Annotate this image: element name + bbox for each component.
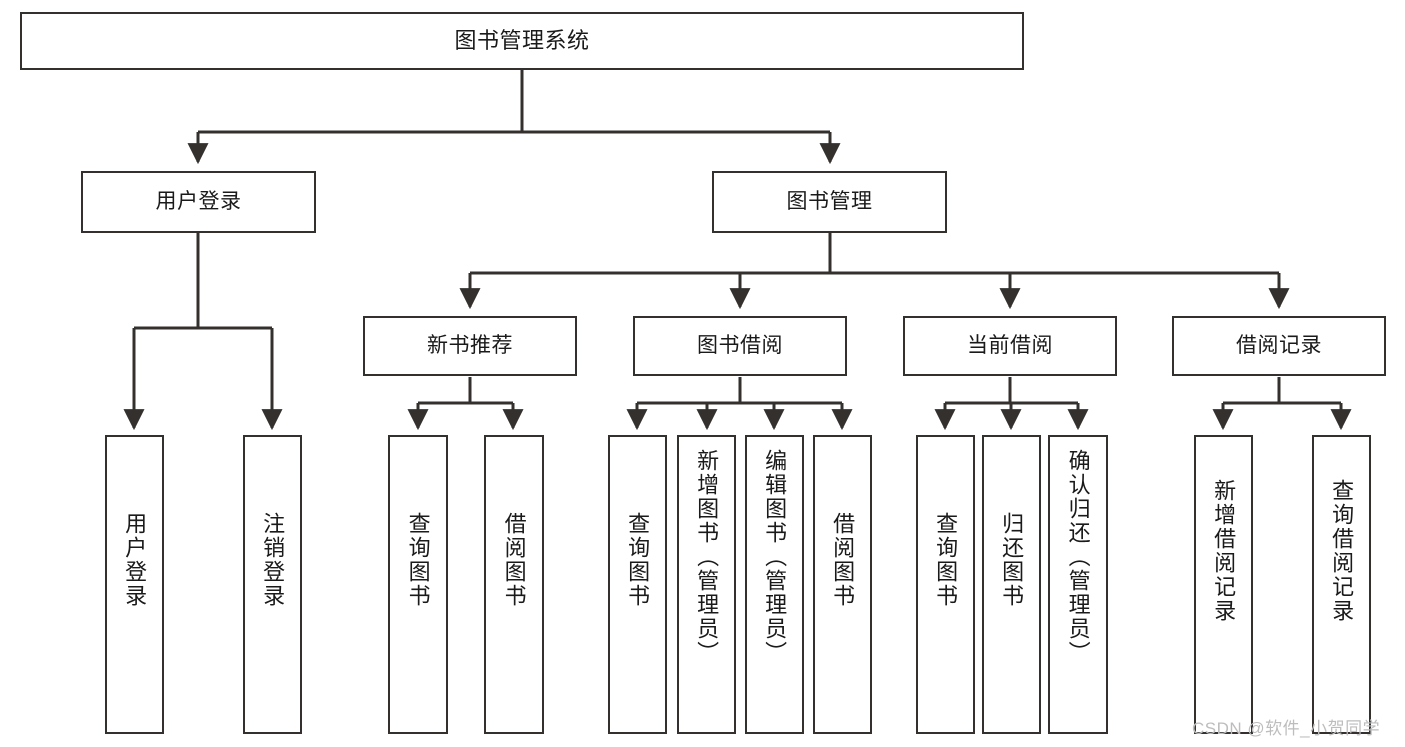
node-user-login[interactable]: 用户登录 [81,171,316,233]
node-current-borrow[interactable]: 当前借阅 [903,316,1117,376]
csdn-watermark: CSDN @软件_小贺同学 [1192,719,1381,738]
node-label: 查询图书 [933,512,959,608]
leaf-user-login-logout[interactable]: 注销登录 [243,435,302,734]
leaf-book-borrow-add[interactable]: 新增图书（管理员） [677,435,736,734]
node-label: 借阅图书 [830,512,856,608]
node-label: 图书借阅 [697,333,783,357]
node-label: 注销登录 [260,512,286,608]
node-label: 借阅记录 [1236,333,1322,357]
node-label: 归还图书 [999,512,1025,608]
leaf-new-book-query[interactable]: 查询图书 [388,435,448,734]
leaf-new-book-borrow[interactable]: 借阅图书 [484,435,544,734]
node-label: 查询图书 [405,512,431,608]
leaf-borrow-record-query[interactable]: 查询借阅记录 [1312,435,1371,734]
node-root-system[interactable]: 图书管理系统 [20,12,1024,70]
node-label: 编辑图书（管理员） [762,449,788,665]
node-book-management[interactable]: 图书管理 [712,171,947,233]
node-label: 新增图书（管理员） [694,449,720,665]
node-label: 查询图书 [625,512,651,608]
leaf-book-borrow-borrow[interactable]: 借阅图书 [813,435,872,734]
node-label: 借阅图书 [501,512,527,608]
node-borrow-record[interactable]: 借阅记录 [1172,316,1386,376]
node-label: 新增借阅记录 [1211,479,1237,623]
node-label: 用户登录 [122,512,148,608]
leaf-user-login-login[interactable]: 用户登录 [105,435,164,734]
node-label: 新书推荐 [427,333,513,357]
leaf-current-borrow-return[interactable]: 归还图书 [982,435,1041,734]
node-label: 当前借阅 [967,333,1053,357]
node-book-borrow[interactable]: 图书借阅 [633,316,847,376]
leaf-current-borrow-query[interactable]: 查询图书 [916,435,975,734]
node-label: 图书管理 [786,189,873,213]
leaf-book-borrow-edit[interactable]: 编辑图书（管理员） [745,435,804,734]
node-new-book-recommend[interactable]: 新书推荐 [363,316,577,376]
leaf-borrow-record-add[interactable]: 新增借阅记录 [1194,435,1253,734]
node-label: 确认归还（管理员） [1065,449,1091,665]
node-label: 查询借阅记录 [1329,479,1355,623]
node-label: 用户登录 [155,189,242,213]
node-label: 图书管理系统 [454,28,590,54]
leaf-current-borrow-confirm-return[interactable]: 确认归还（管理员） [1048,435,1108,734]
leaf-book-borrow-query[interactable]: 查询图书 [608,435,667,734]
